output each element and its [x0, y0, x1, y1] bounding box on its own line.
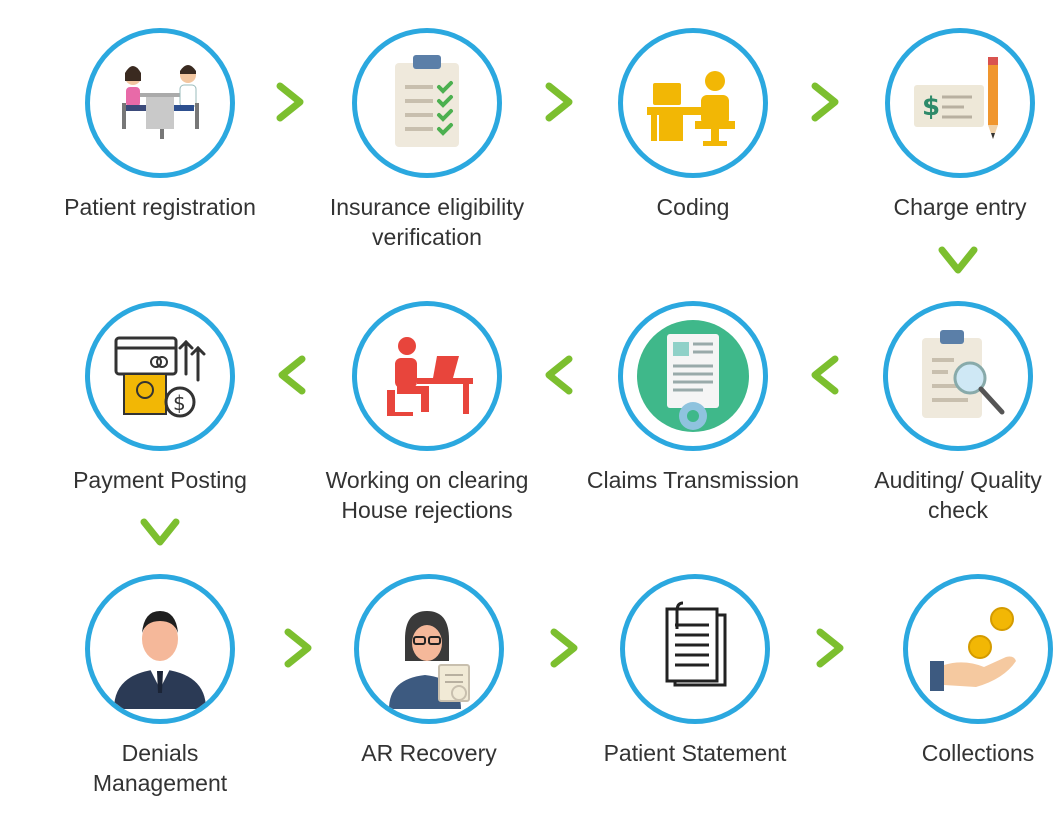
step-label: Coding — [656, 194, 730, 220]
clipboard-checklist-icon — [395, 55, 459, 147]
step-label: Patient registration — [64, 194, 256, 220]
step-label: Working on clearing House rejections — [325, 467, 529, 523]
computer-desk-icon — [647, 71, 735, 146]
step-circle — [883, 301, 1033, 451]
step-label: Collections — [921, 740, 1035, 766]
step-label: Auditing/ Quality check — [874, 467, 1042, 523]
step-circle — [352, 28, 502, 178]
person-at-laptop-icon — [387, 337, 473, 416]
step-collections: Collections — [858, 574, 1060, 768]
coins-hand-icon — [930, 607, 1016, 691]
step-patient-statement: Patient Statement — [575, 574, 815, 768]
check-pencil-icon: $ — [914, 57, 998, 139]
svg-text:$: $ — [173, 391, 186, 415]
step-circle: $ — [885, 28, 1035, 178]
arrow-left — [803, 353, 847, 397]
step-claims-transmission: Claims Transmission — [573, 301, 813, 495]
step-label: Claims Transmission — [586, 467, 800, 493]
step-insurance-eligibility: Insurance eligibility verification — [307, 28, 547, 252]
step-label: Patient Statement — [603, 740, 787, 766]
step-charge-entry: $ Charge entry — [840, 28, 1060, 222]
step-circle — [618, 301, 768, 451]
step-patient-registration: Patient registration — [40, 28, 280, 222]
arrow-right — [537, 80, 581, 124]
step-payment-posting: $ Payment Posting — [40, 301, 280, 495]
step-circle: $ — [85, 301, 235, 451]
consultation-icon — [122, 65, 199, 139]
step-clearing-house: Working on clearing House rejections — [307, 301, 547, 525]
arrow-right — [808, 626, 852, 670]
arrow-left — [537, 353, 581, 397]
step-circle — [903, 574, 1053, 724]
businessman-icon — [114, 611, 206, 709]
step-label: Insurance eligibility verification — [329, 194, 525, 250]
payment-icon: $ — [114, 336, 206, 418]
step-circle — [85, 574, 235, 724]
arrow-down — [138, 510, 182, 554]
step-circle — [618, 28, 768, 178]
step-label: AR Recovery — [361, 740, 497, 766]
step-circle — [85, 28, 235, 178]
woman-document-icon — [389, 611, 470, 709]
arrow-right — [542, 626, 586, 670]
arrow-left — [270, 353, 314, 397]
arrow-right — [803, 80, 847, 124]
step-circle — [352, 301, 502, 451]
step-auditing-quality: Auditing/ Quality check — [838, 301, 1060, 525]
svg-text:$: $ — [922, 92, 940, 122]
step-ar-recovery: AR Recovery — [309, 574, 549, 768]
arrow-right — [276, 626, 320, 670]
step-denials-management: Denials Management — [40, 574, 280, 798]
step-coding: Coding — [573, 28, 813, 222]
step-circle — [354, 574, 504, 724]
step-label: Payment Posting — [73, 467, 247, 493]
statement-icon — [665, 601, 727, 687]
clipboard-magnifier-icon — [922, 330, 1005, 418]
document-gear-icon — [637, 320, 749, 432]
arrow-down — [936, 238, 980, 282]
step-label: Charge entry — [893, 194, 1027, 220]
step-label: Denials Management — [92, 740, 228, 796]
arrow-right — [268, 80, 312, 124]
step-circle — [620, 574, 770, 724]
